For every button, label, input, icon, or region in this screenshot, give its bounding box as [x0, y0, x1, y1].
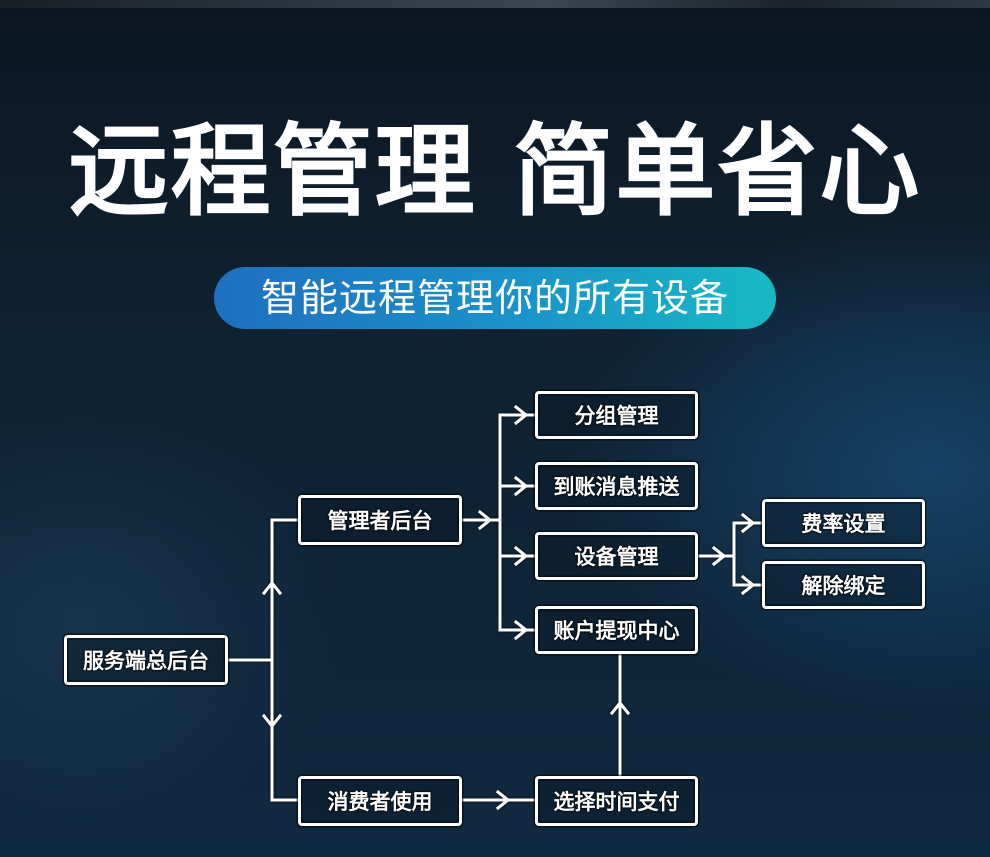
down-arrow-icon [261, 713, 283, 729]
rate-arrow-icon [740, 512, 756, 534]
up-arrow-icon [261, 580, 283, 596]
node-group: 分组管理 [535, 391, 698, 439]
node-admin: 管理者后台 [298, 495, 462, 545]
node-device: 设备管理 [535, 532, 698, 580]
node-unbind: 解除绑定 [762, 561, 925, 609]
node-withdraw: 账户提现中心 [535, 606, 698, 654]
unbind-arrow-icon [740, 574, 756, 596]
admin-arrow-icon [477, 509, 493, 531]
select-up-arrow-icon [609, 700, 631, 716]
group-arrow-icon [513, 404, 529, 426]
node-select-time: 选择时间支付 [535, 776, 698, 826]
node-root: 服务端总后台 [64, 635, 228, 685]
node-consumer: 消费者使用 [298, 776, 462, 826]
arrival-arrow-icon [513, 475, 529, 497]
node-arrival: 到账消息推送 [535, 462, 698, 510]
withdraw-arrow-icon [513, 619, 529, 641]
tagline-pill: 智能远程管理你的所有设备 [214, 267, 776, 329]
node-rate: 费率设置 [762, 499, 925, 547]
top-decor-strip [0, 0, 990, 8]
device-out-arrow-icon [711, 545, 727, 567]
device-arrow-icon [513, 545, 529, 567]
page-headline: 远程管理 简单省心 [68, 113, 922, 230]
consumer-arrow-icon [495, 789, 511, 811]
